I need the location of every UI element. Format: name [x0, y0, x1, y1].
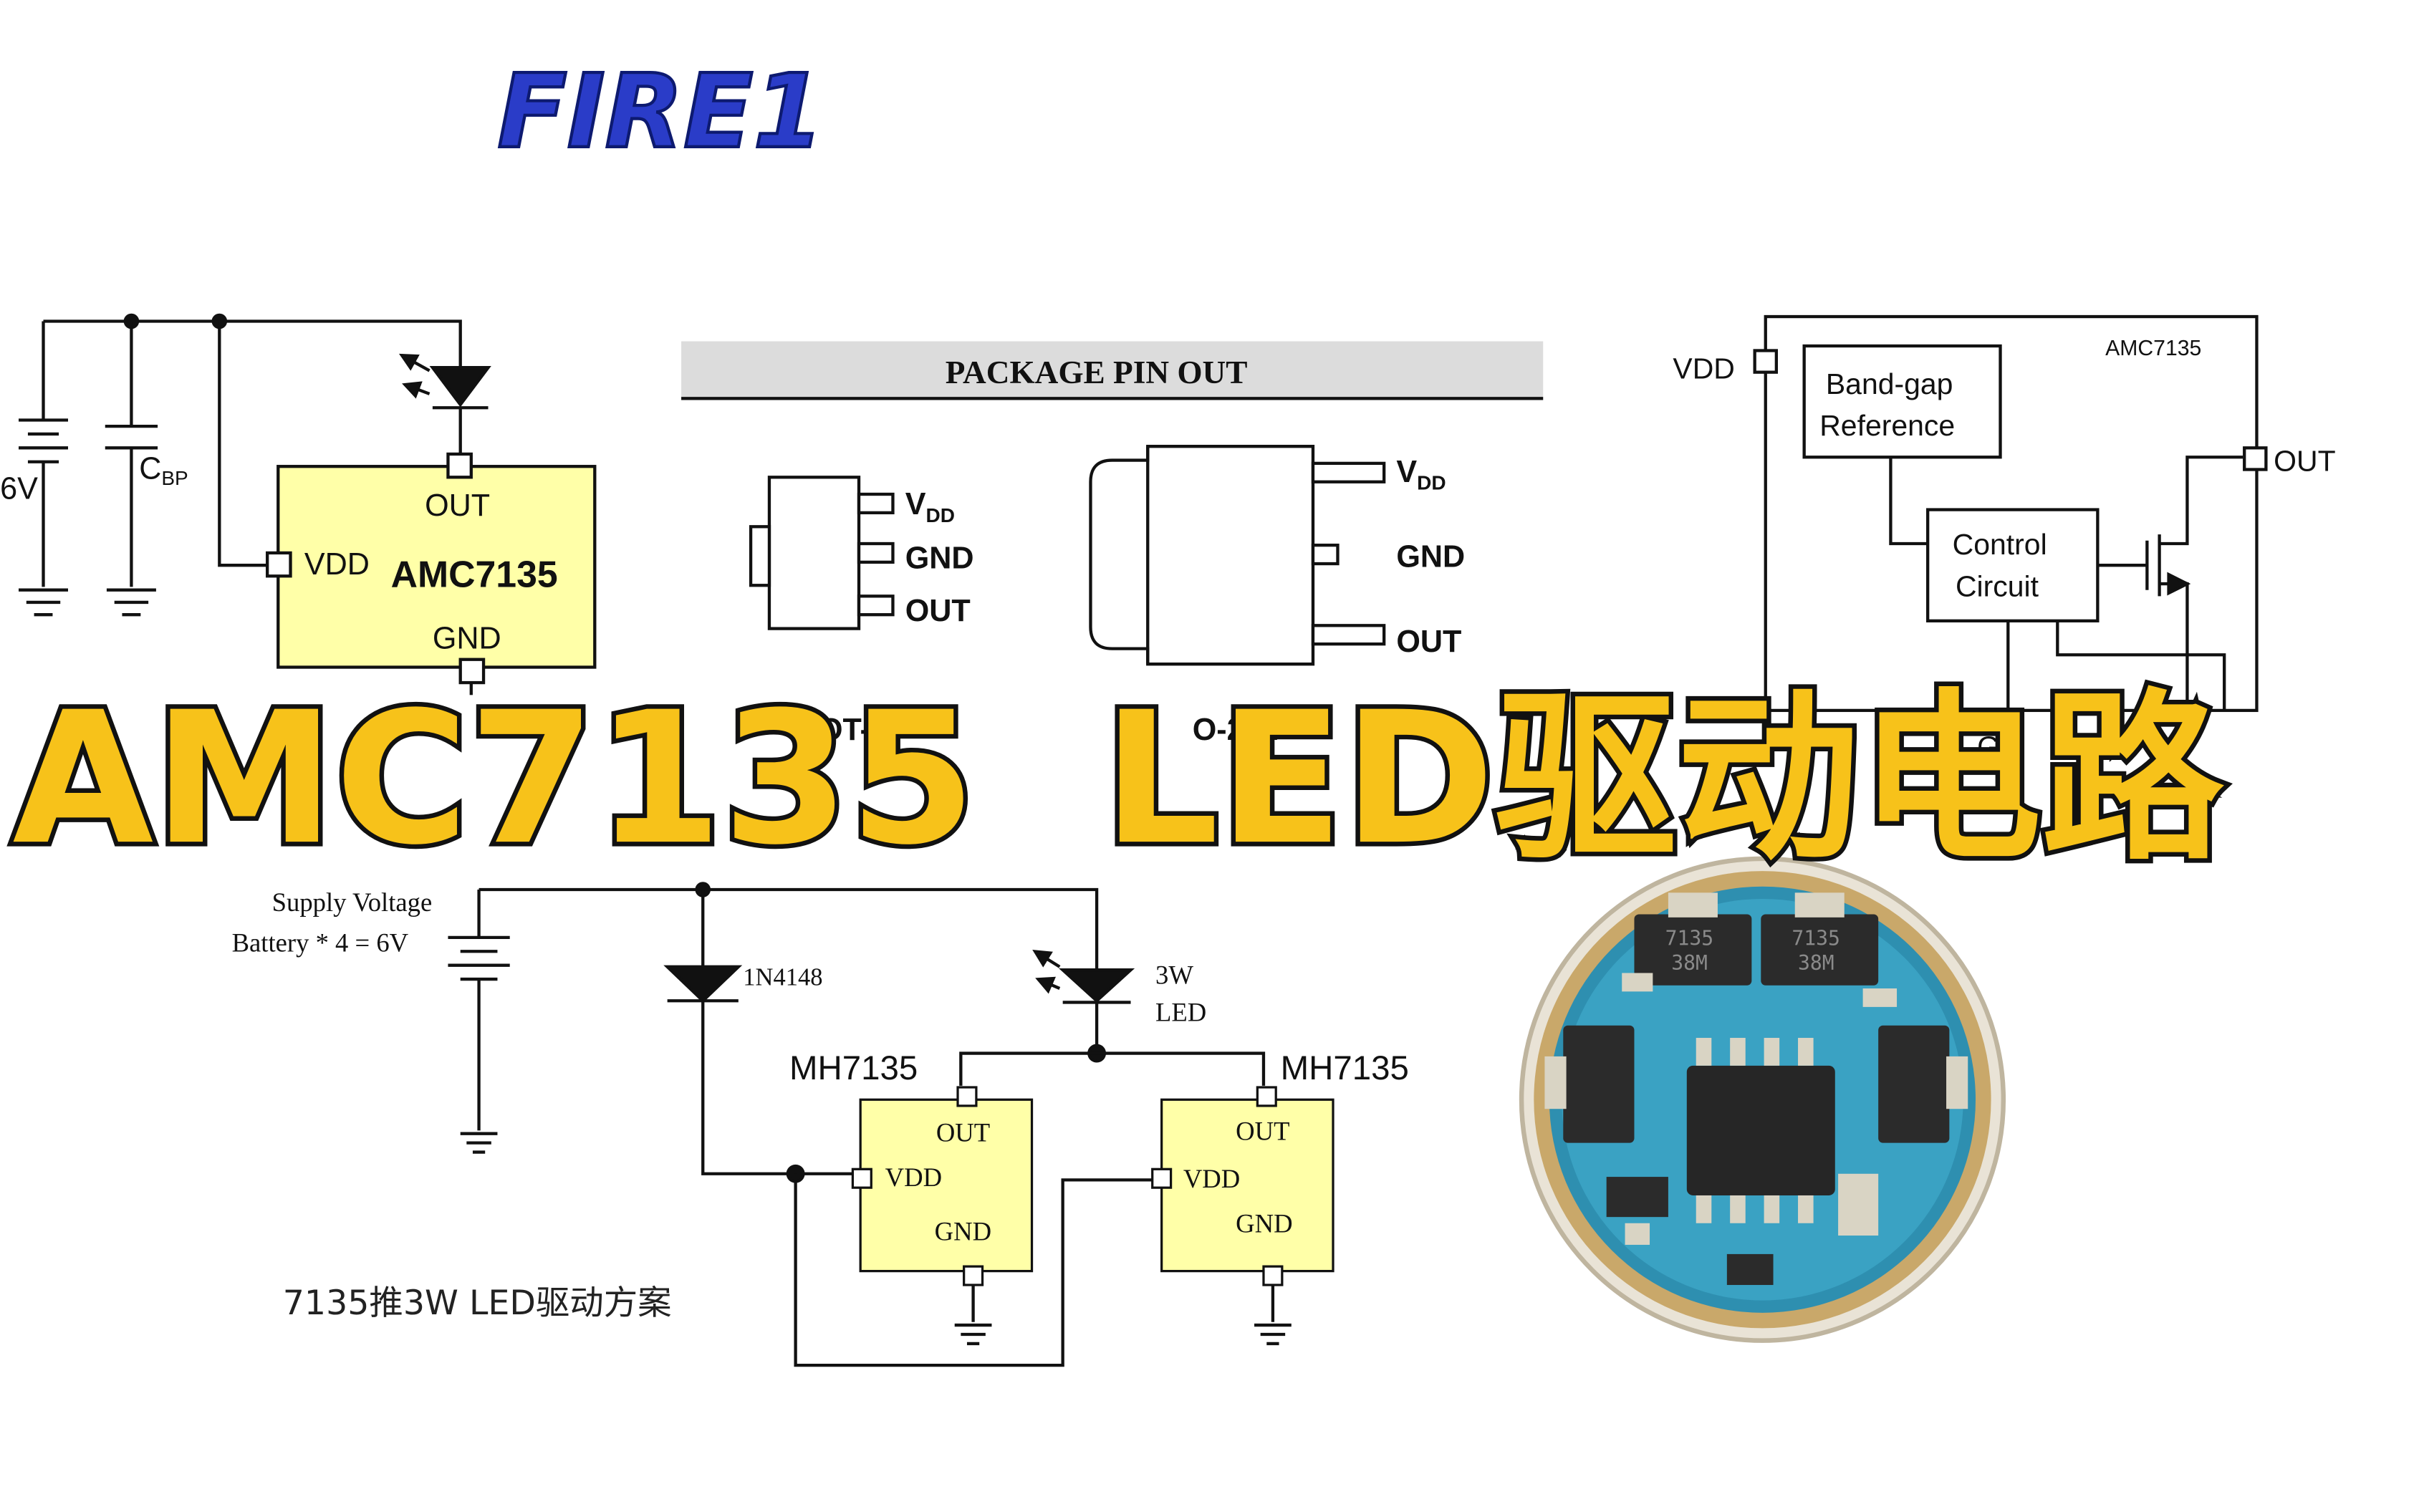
supply-label-line2: Battery * 4 = 6V	[232, 928, 409, 957]
control-label-line1: Control	[1953, 528, 2047, 561]
right-vdd-label: VDD	[1183, 1164, 1240, 1193]
right-out-label: OUT	[1236, 1116, 1289, 1145]
banner-title: AMC7135 LED驱动电路	[12, 673, 2224, 885]
vdd-pin-square	[267, 553, 290, 576]
sot89-package	[751, 477, 893, 628]
chip1-vdd-label: VDD	[304, 547, 370, 582]
board-chip-mark-3: 7135	[1792, 927, 1840, 950]
board-chip-mark-4: 38M	[1798, 951, 1834, 975]
sot89-out-label: OUT	[905, 594, 971, 628]
block-out-label: OUT	[2274, 445, 2335, 478]
supply-label-line1: Supply Voltage	[272, 887, 433, 917]
right-gnd-label: GND	[1236, 1209, 1292, 1238]
caption: 7135推3W LED驱动方案	[283, 1284, 672, 1323]
package-header-text: PACKAGE PIN OUT	[946, 355, 1248, 390]
fire1-logo: FIRE1	[497, 52, 824, 171]
left-vdd-label: VDD	[885, 1162, 942, 1192]
left-gnd-pin	[964, 1266, 983, 1285]
chip1-name-label: AMC7135	[391, 553, 558, 594]
right-vdd-pin	[1153, 1169, 1171, 1188]
bandgap-label-line2: Reference	[1819, 409, 1955, 442]
led-label-line1: 3W	[1155, 960, 1193, 990]
left-out-label: OUT	[936, 1117, 990, 1147]
right-chip-name: MH7135	[1281, 1049, 1409, 1087]
driver-board-photo: 7135 38M 7135 38M	[1521, 859, 2004, 1341]
sot89-gnd-label: GND	[905, 541, 974, 576]
sot89-vdd-label: VDD	[905, 487, 955, 526]
chip1-gnd-label: GND	[433, 622, 501, 656]
control-label-line2: Circuit	[1956, 569, 2039, 602]
bandgap-label-line1: Band-gap	[1826, 367, 1953, 400]
out-pin-square	[448, 454, 471, 477]
to252-out-label: OUT	[1396, 625, 1461, 659]
diode-label: 1N4148	[743, 964, 822, 991]
to252-vdd-label: VDD	[1396, 455, 1446, 494]
led-label-line2: LED	[1155, 997, 1206, 1026]
left-gnd-label: GND	[935, 1216, 991, 1246]
left-out-pin	[958, 1087, 976, 1106]
board-chip-mark-1: 7135	[1665, 927, 1713, 950]
left-vdd-pin	[852, 1169, 871, 1188]
board-chip-mark-2: 38M	[1671, 951, 1708, 975]
battery-voltage-label: 6V	[0, 471, 38, 506]
right-gnd-pin	[1264, 1266, 1282, 1285]
block-vdd-label: VDD	[1673, 352, 1734, 385]
left-chip-name: MH7135	[789, 1049, 918, 1087]
chip1-out-label: OUT	[425, 488, 490, 523]
capacitor-name: C	[139, 451, 161, 486]
block-out-pin	[2244, 448, 2266, 469]
block-vdd-pin	[1755, 350, 1776, 372]
to252-gnd-label: GND	[1396, 539, 1465, 574]
to252-package	[1090, 446, 1384, 664]
block-chip-name: AMC7135	[2105, 337, 2201, 360]
capacitor-label: CBP	[139, 451, 188, 489]
right-out-pin	[1257, 1087, 1276, 1106]
capacitor-subscript: BP	[161, 467, 188, 489]
